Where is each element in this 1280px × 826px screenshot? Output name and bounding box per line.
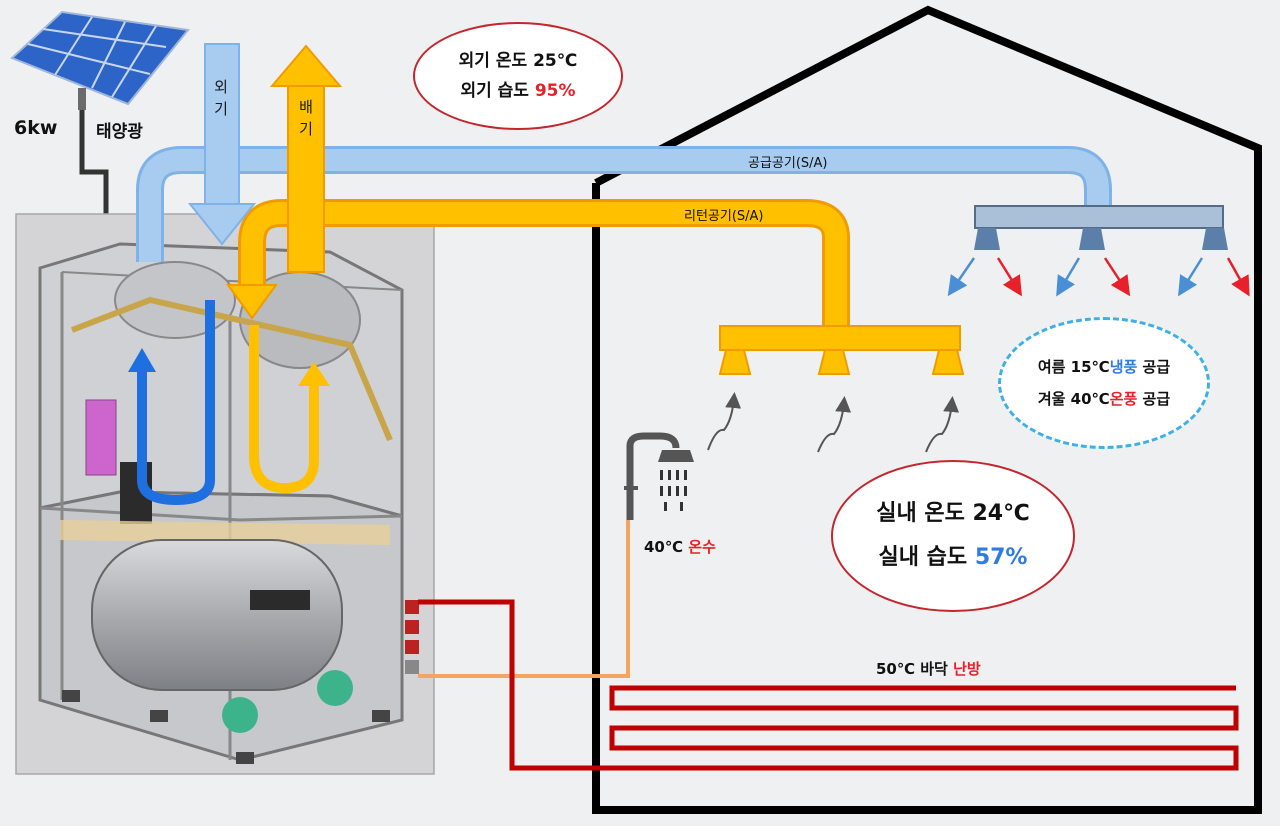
return-airflow-arrows <box>707 392 960 453</box>
return-air-label: 리턴공기(S/A) <box>684 209 764 224</box>
supply-info-oval: 여름 15℃냉풍 공급 겨울 40℃온풍 공급 <box>998 317 1210 449</box>
heat-pump-unit <box>15 213 435 775</box>
outdoor-temp: 외기 온도 25℃ <box>458 51 578 71</box>
supply-diffuser-bar <box>974 205 1224 229</box>
return-vent-middle <box>817 349 851 375</box>
oa-char: 외 <box>214 78 228 96</box>
solar-label: 태양광 <box>96 122 143 142</box>
house-outline <box>592 5 1262 814</box>
indoor-humidity-value: 57% <box>974 545 1028 570</box>
floor-heating-text: 난방 <box>953 660 981 678</box>
indoor-temp: 실내 온도 24℃ <box>876 501 1030 526</box>
supply-airflow-arrows <box>947 257 1250 297</box>
winter-supply: 겨울 40℃온풍 공급 <box>1038 383 1170 415</box>
outside-air-arrow <box>187 43 257 246</box>
floor-heating-pipe <box>418 599 1239 771</box>
summer-label: 여름 15℃ <box>1037 358 1110 376</box>
yellow-loop-arrowhead <box>298 362 330 386</box>
return-inlet-arrowhead <box>226 284 278 320</box>
blue-loop-arrowhead <box>128 348 156 372</box>
floor-heating-label: 50℃ 바닥 난방 <box>876 658 981 679</box>
hot-water-pipe <box>418 520 630 678</box>
oa-char: 기 <box>214 100 228 118</box>
outdoor-humidity: 외기 습도 95% <box>460 76 575 106</box>
supply-vent-left <box>974 228 1000 250</box>
ea-char: 배 <box>299 98 313 116</box>
return-vent-left <box>718 349 752 375</box>
return-vent-right <box>931 349 965 375</box>
hot-water-label: 40℃ 온수 <box>644 536 716 557</box>
solar-cable <box>79 110 109 242</box>
hot-water-temp: 40℃ <box>644 538 684 556</box>
summer-supply: 여름 15℃냉풍 공급 <box>1038 351 1170 383</box>
return-diffuser-bar <box>719 325 961 351</box>
winter-label: 겨울 40℃ <box>1037 390 1110 408</box>
indoor-humidity-label: 실내 습도 <box>878 545 968 570</box>
floor-heating-temp: 50℃ 바닥 <box>876 660 948 678</box>
summer-mode: 냉풍 <box>1109 358 1138 376</box>
blue-u-loop <box>137 300 215 506</box>
solar-capacity: 6kw <box>14 117 58 139</box>
winter-suffix: 공급 <box>1142 390 1171 408</box>
winter-mode: 온풍 <box>1109 390 1138 408</box>
supply-vent-middle <box>1079 228 1105 250</box>
ea-char: 기 <box>299 120 313 138</box>
outdoor-humidity-value: 95% <box>534 81 576 101</box>
outdoor-humidity-label: 외기 습도 <box>460 81 529 101</box>
solar-panel-icon <box>10 10 190 110</box>
indoor-condition-oval: 실내 온도 24℃ 실내 습도 57% <box>831 460 1075 612</box>
indoor-humidity: 실내 습도 57% <box>879 536 1028 580</box>
hot-water-text: 온수 <box>688 538 716 556</box>
supply-air-label: 공급공기(S/A) <box>748 156 828 171</box>
summer-suffix: 공급 <box>1142 358 1171 376</box>
outdoor-condition-oval: 외기 온도 25℃ 외기 습도 95% <box>413 22 623 130</box>
supply-vent-right <box>1202 228 1228 250</box>
exhaust-air-arrow <box>269 44 343 273</box>
shower-icon <box>624 432 694 520</box>
yellow-u-loop <box>249 325 319 494</box>
